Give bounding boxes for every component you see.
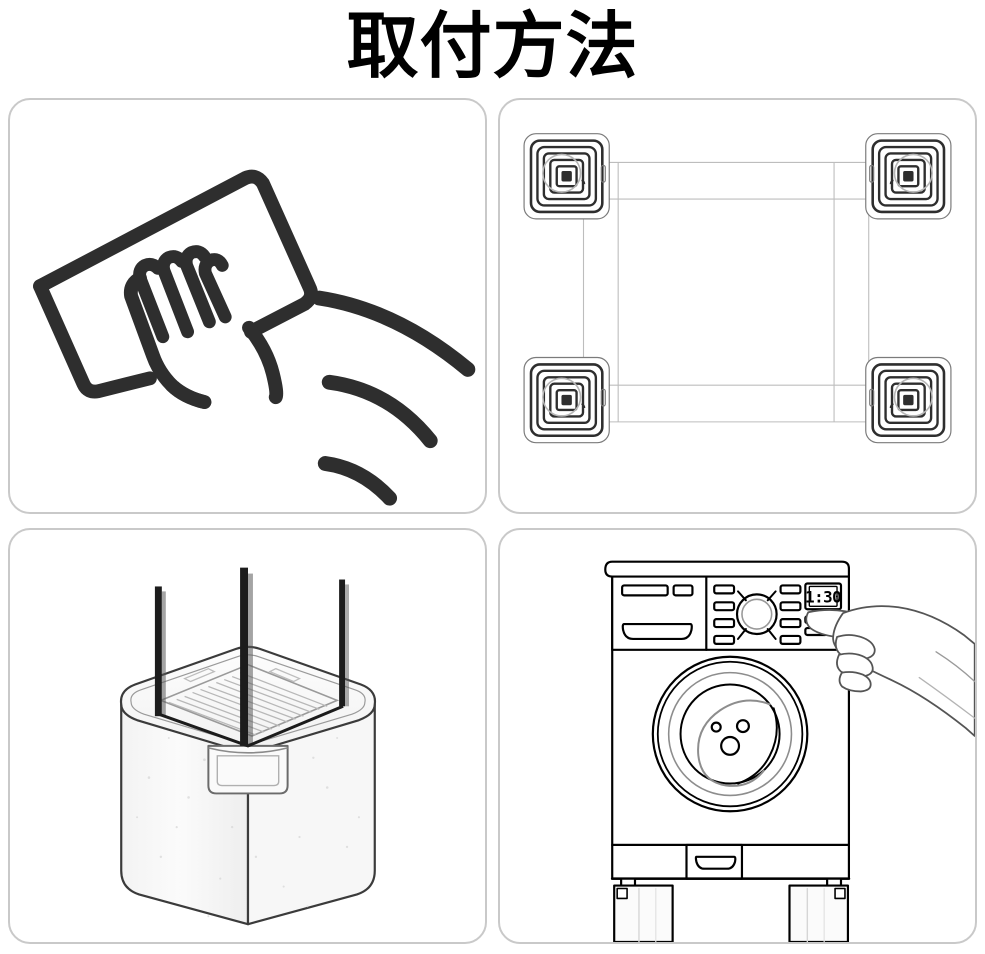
pad-press-down-icon [119, 567, 377, 926]
pad-front-tab [207, 744, 289, 795]
pad-top-right [864, 132, 953, 221]
control-buttons-left [713, 584, 736, 645]
page-title-bar: 取付方法 [0, 0, 985, 92]
panel-step-1-clean-surface [8, 98, 487, 514]
bottom-drawer [611, 843, 851, 880]
control-buttons-right [779, 584, 802, 645]
pad-bottom-right [864, 356, 953, 444]
washing-machine-with-hand-icon: 1:30 [604, 560, 975, 942]
page-title: 取付方法 [346, 4, 639, 88]
machine-top-lid [604, 560, 851, 578]
lcd-time-value: 1:30 [805, 587, 841, 606]
press-rod-left [154, 586, 166, 717]
pad-contact-edge [158, 704, 344, 748]
drum-door [651, 655, 809, 813]
pad-texture [136, 736, 361, 918]
program-selector-dial [735, 590, 778, 640]
pad-under-right [788, 884, 850, 942]
panel-step-4-place-machine: 1:30 [498, 528, 977, 944]
press-rod-right [339, 579, 350, 707]
pad-under-left [613, 884, 674, 942]
detergent-drawer [621, 584, 694, 641]
lcd-display [804, 582, 843, 611]
press-rods [154, 567, 350, 746]
pad-top-left [522, 132, 611, 221]
alignment-guide-lines [582, 161, 870, 423]
pointing-hand [805, 605, 975, 737]
four-pads-layout-icon [522, 132, 953, 444]
hand-wiping-cloth-icon [33, 169, 476, 506]
panel-step-2-position-pads [498, 98, 977, 514]
panel-step-3-press-pad [8, 528, 487, 944]
press-rod-center [240, 567, 253, 746]
steps-grid: 1:30 [8, 98, 977, 950]
pad-bottom-left [522, 356, 611, 444]
